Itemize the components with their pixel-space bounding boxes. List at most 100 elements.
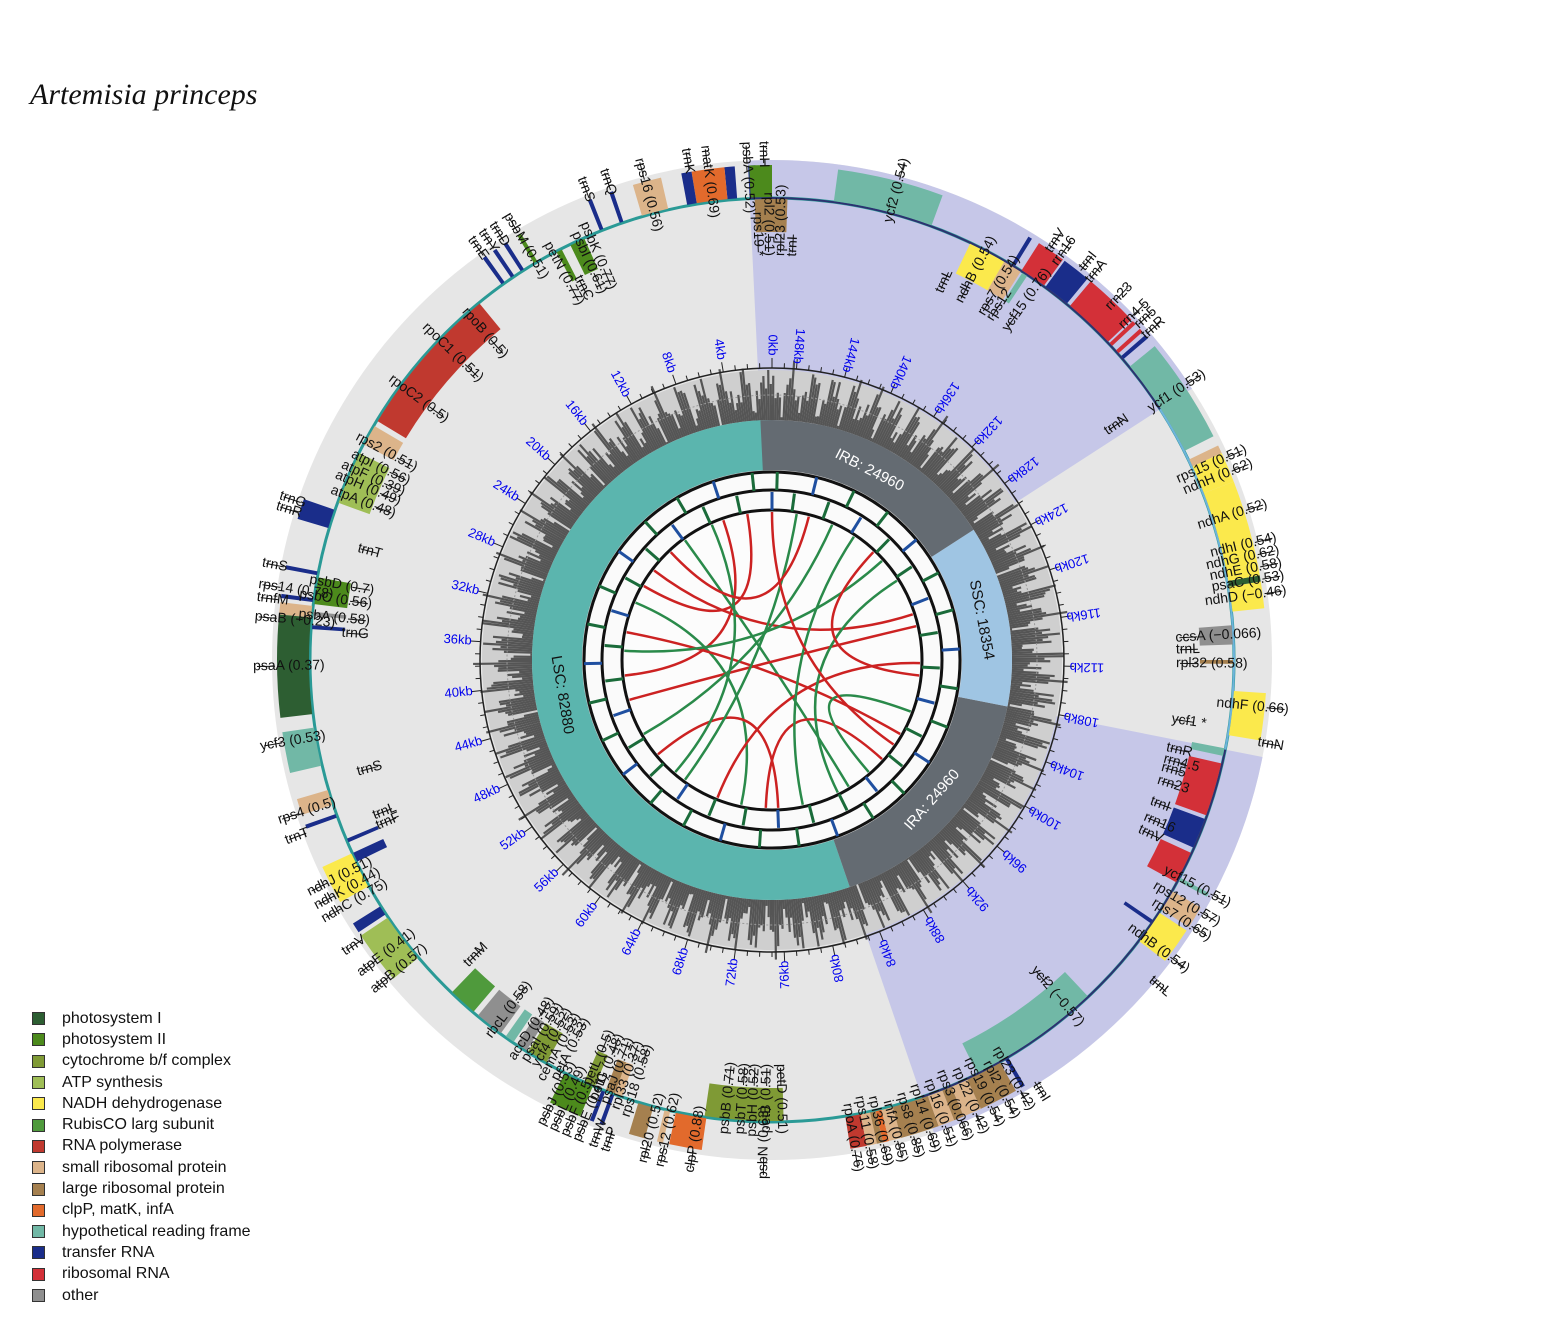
inner-gene-block (570, 238, 598, 276)
gc-bar (921, 446, 944, 474)
gc-bar (967, 797, 997, 820)
tick-label: 8kb (659, 350, 680, 375)
gc-bar (650, 870, 660, 885)
label-leader (742, 1067, 746, 1086)
label-leader (266, 563, 284, 568)
gene-label: psbH (0.52) (743, 1063, 762, 1137)
gene-label: trnS (355, 756, 384, 778)
gc-bar (550, 502, 577, 523)
gc-bar (940, 464, 966, 491)
gc-bar (919, 847, 935, 867)
gc-bar (543, 476, 586, 511)
tick-mark (542, 470, 548, 475)
gc-bar (803, 897, 809, 918)
gc-bar (911, 415, 949, 466)
inner-gene-block (1147, 838, 1191, 883)
outer-gene-block (845, 1114, 867, 1149)
gc-bar (984, 525, 1032, 552)
gc-bar (778, 397, 782, 421)
gc-bar (551, 802, 581, 826)
inner-gene-block (353, 838, 388, 862)
tick-mark (1035, 533, 1041, 537)
label-leader (361, 960, 377, 972)
gc-bar (959, 495, 981, 513)
tick-label: 36kb (443, 631, 472, 648)
gc-bar (877, 400, 901, 446)
gc-bar (497, 703, 537, 714)
tick-mark (971, 872, 976, 877)
gc-bar (1009, 691, 1039, 698)
tick-mark (637, 921, 643, 931)
tick-mark (697, 372, 700, 378)
repeat-tick (604, 643, 623, 649)
gc-bar (498, 695, 535, 704)
tick-mark (568, 872, 573, 877)
gc-bar (1011, 655, 1065, 658)
gc-bar (699, 378, 714, 428)
gc-bar (950, 472, 982, 502)
legend-item: transfer RNA (32, 1242, 251, 1263)
tick-mark (832, 369, 835, 375)
gc-bar (587, 846, 623, 889)
tick-mark (471, 690, 482, 693)
repeat-tick (644, 547, 661, 562)
gc-bar (994, 558, 1025, 573)
gc-bar (1004, 588, 1051, 602)
gc-bar (1011, 670, 1039, 674)
repeat-tick (875, 538, 891, 554)
tick-mark (901, 393, 905, 399)
repeat-tick (622, 762, 639, 776)
gc-bar (786, 899, 791, 933)
gc-bar (552, 795, 576, 813)
gc-bar (758, 899, 762, 928)
label-leader (1175, 719, 1194, 723)
repeat-tick (598, 584, 617, 595)
outer-gene-block (1011, 236, 1032, 266)
legend-swatch (32, 1012, 45, 1026)
gene-label: ycf1 * (1171, 710, 1209, 731)
gc-bar (893, 865, 910, 890)
gc-bar (729, 391, 737, 423)
gc-bar (625, 445, 638, 463)
inner-gene-block (614, 1062, 633, 1096)
gc-bar (974, 787, 984, 795)
gc-bar (606, 856, 637, 898)
outer-gene-block (503, 242, 524, 272)
gc-bar (604, 452, 623, 474)
inner-gene-block (364, 426, 404, 461)
gc-bar (807, 897, 816, 934)
gc-bar (519, 670, 533, 674)
gc-bar (718, 369, 731, 425)
gc-bar (1007, 705, 1035, 714)
gc-bar (668, 880, 679, 899)
gc-bar (589, 843, 620, 880)
label-leader (1165, 767, 1183, 774)
legend-label: RNA polymerase (62, 1137, 183, 1155)
gc-bar (968, 795, 1002, 820)
gc-bar (913, 852, 942, 891)
repeat-link (674, 524, 737, 773)
gc-bar (495, 640, 533, 646)
label-leader (1005, 1098, 1015, 1115)
gc-bar (588, 450, 615, 481)
gc-bar (519, 615, 536, 621)
gc-bar (929, 839, 956, 870)
label-leader (538, 1001, 550, 1018)
label-leader (1231, 463, 1249, 472)
gc-bar (1006, 603, 1027, 611)
legend-item: RNA polymerase (32, 1136, 251, 1157)
outer-gene-block (724, 166, 738, 200)
gc-bar (610, 847, 625, 865)
gc-bar (473, 662, 533, 666)
gc-bar (1009, 693, 1053, 702)
gc-bar (859, 882, 871, 906)
gc-bar (620, 851, 630, 863)
repeat-tick (795, 827, 801, 847)
gc-bar (986, 548, 997, 555)
label-leader (311, 882, 328, 892)
outer-gene-block (550, 1073, 593, 1117)
gc-bar (648, 415, 665, 447)
outer-gene-block (951, 1079, 981, 1117)
tick-mark (901, 921, 905, 927)
label-leader (1167, 759, 1186, 765)
